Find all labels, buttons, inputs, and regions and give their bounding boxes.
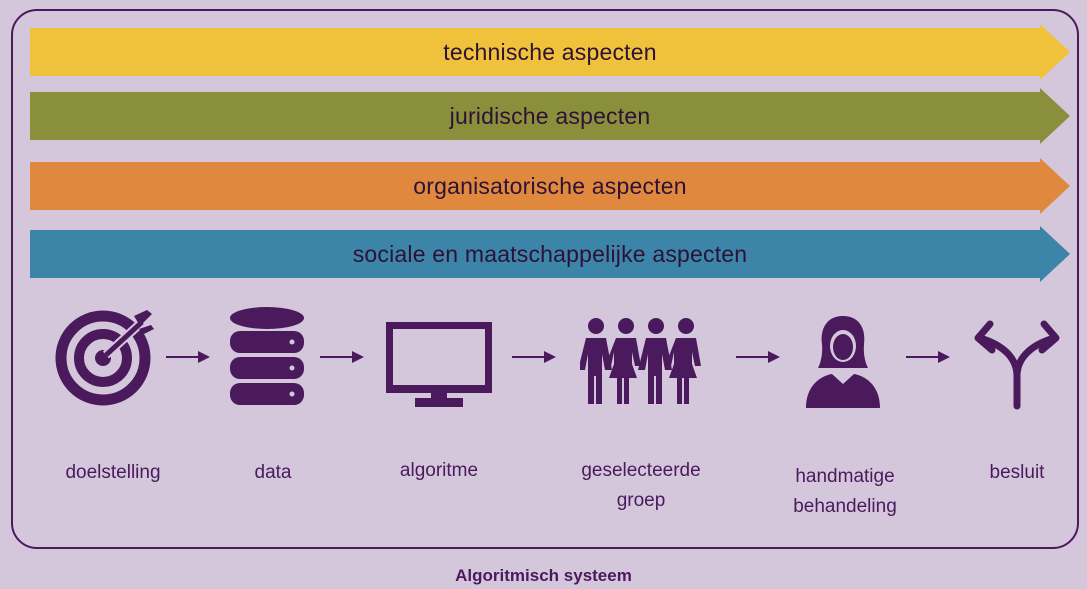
band-label: technische aspecten — [443, 38, 657, 65]
step-label-line: handmatige — [795, 466, 895, 487]
band-label: organisatorische aspecten — [413, 172, 687, 199]
step-label-line: geselecteerde — [581, 460, 701, 481]
flow-arrow-icon — [512, 351, 556, 363]
flow-arrow-icon — [320, 351, 364, 363]
step-label-doelstelling: doelstelling — [65, 462, 161, 483]
split-arrow-icon — [974, 320, 1060, 410]
system-frame — [11, 9, 1079, 549]
person-icon — [806, 316, 880, 408]
step-label-geselecteerde-groep: geselecteerde groep — [556, 456, 726, 516]
flow-arrow-icon — [736, 351, 780, 363]
step-label-line: behandeling — [793, 496, 897, 517]
step-label-line: groep — [616, 490, 666, 511]
band-arrow-shape — [30, 158, 1070, 214]
flow-arrow-icon — [906, 351, 950, 363]
step-label-algoritme: algoritme — [399, 460, 479, 481]
band-label: sociale en maatschappelijke aspecten — [352, 240, 748, 267]
band-label: juridische aspecten — [449, 102, 651, 129]
step-label-besluit: besluit — [989, 462, 1045, 483]
band-arrow-shape — [30, 226, 1070, 282]
database-icon — [230, 307, 304, 405]
step-label-data: data — [254, 462, 292, 483]
step-label-handmatige-behandeling: handmatige behandeling — [760, 462, 930, 522]
people-group-icon — [580, 318, 701, 404]
band-arrow-shape — [30, 24, 1070, 80]
flow-arrow-icon — [166, 351, 210, 363]
diagram-caption: Algoritmisch systeem — [455, 566, 632, 585]
band-arrow-shape — [30, 88, 1070, 144]
monitor-icon — [386, 322, 492, 407]
target-icon — [55, 310, 154, 406]
